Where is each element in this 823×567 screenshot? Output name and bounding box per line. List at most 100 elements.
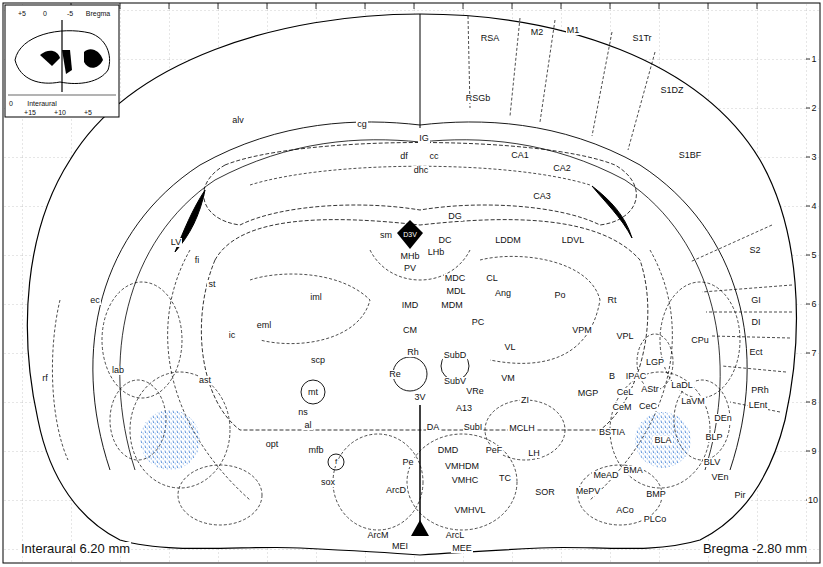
amygdala-outline: [130, 372, 230, 488]
region-label: lab: [111, 366, 125, 375]
ruler-number: 4: [810, 202, 817, 211]
ruler-number: 10: [807, 496, 819, 505]
region-label: IPAC: [625, 372, 647, 381]
hippocampal-layer: [250, 166, 590, 185]
region-label: AStr: [640, 385, 660, 394]
region-label: dhc: [413, 166, 430, 175]
region-label: IG: [418, 134, 430, 143]
region-label: DG: [447, 212, 463, 221]
ruler-number: 9: [810, 447, 817, 456]
region-label: ec: [89, 296, 101, 305]
region-label: LaDL: [670, 381, 694, 390]
region-label: DA: [426, 423, 441, 432]
region-label: B: [608, 372, 616, 381]
ruler-number: 5: [810, 251, 817, 260]
region-label: MEE: [451, 544, 473, 553]
region-label: GI: [750, 296, 762, 305]
region-label: A13: [455, 404, 473, 413]
lateral-ventricle: [592, 186, 632, 238]
region-label: CM: [402, 326, 418, 335]
region-label: LGP: [645, 358, 665, 367]
inset-label: Bregma: [85, 10, 112, 17]
inset-number: 0: [42, 10, 48, 17]
inset-interaural-line: [8, 95, 116, 96]
region-label: MePV: [575, 487, 602, 496]
area-boundary: [712, 336, 790, 338]
region-label: MDM: [440, 301, 464, 310]
inset-number: -5: [66, 10, 74, 17]
region-label: sm: [379, 231, 393, 240]
amygdala-outline: [178, 465, 262, 525]
region-label: VPM: [571, 326, 593, 335]
region-label: Rt: [607, 296, 618, 305]
region-label: mfb: [307, 446, 324, 455]
region-label: RSA: [480, 34, 501, 43]
coordinate-label: Interaural 6.20 mm: [20, 542, 131, 555]
area-boundary: [510, 18, 520, 116]
region-label: S2: [748, 246, 761, 255]
region-label: 3V: [413, 393, 426, 402]
injection-site: [140, 410, 200, 470]
region-label: scp: [310, 356, 326, 365]
region-label: VMHVL: [453, 506, 486, 515]
hypothalamus-outline: [485, 400, 565, 460]
ruler-number: 2: [810, 104, 817, 113]
nucleus-outlines: [102, 250, 740, 530]
region-label: DEn: [713, 414, 733, 423]
region-label: MHb: [399, 252, 420, 261]
inset-ventricle: [40, 51, 60, 66]
region-label: MCLH: [508, 424, 536, 433]
region-label: LEnt: [748, 401, 769, 410]
ruler-number: 3: [810, 153, 817, 162]
region-label: CA2: [552, 164, 572, 173]
inset-section-line: [61, 20, 62, 92]
region-label: SubD: [443, 351, 468, 360]
region-label: CPu: [690, 336, 710, 345]
region-label: TC: [498, 474, 512, 483]
nucleus-outline: [480, 256, 600, 363]
region-label: Ect: [748, 348, 763, 357]
ruler-tick: [71, 3, 757, 9]
ruler-tick: [806, 59, 816, 500]
region-label: cg: [356, 120, 368, 129]
cortical-area-boundaries: [52, 16, 792, 460]
tract-circles: [301, 352, 469, 470]
ruler-number: 1: [810, 55, 817, 64]
region-label: LaVM: [680, 397, 706, 406]
third-ventricle-dorsal: [397, 220, 423, 249]
region-label: S1DZ: [659, 86, 684, 95]
grid-frame: [3, 3, 820, 563]
region-label: LDDM: [494, 236, 522, 245]
hypothalamus-outline: [333, 434, 423, 530]
region-label: ns: [297, 408, 309, 417]
region-label: PRh: [750, 386, 770, 395]
region-label: Rh: [406, 348, 420, 357]
region-label: VL: [503, 343, 516, 352]
region-label: PV: [403, 264, 417, 273]
region-label: ArcM: [367, 531, 390, 540]
region-label: PLCo: [643, 515, 668, 524]
region-label: BLV: [703, 458, 721, 467]
region-label: fi: [194, 256, 201, 265]
region-label: MDC: [444, 274, 467, 283]
third-ventricle: [419, 405, 421, 522]
region-label: iml: [309, 293, 323, 302]
inset-number: +5: [17, 10, 27, 17]
area-boundary: [706, 312, 792, 313]
region-label: SubV: [443, 377, 467, 386]
region-label: VMHC: [451, 476, 480, 485]
region-label: LV: [170, 238, 182, 247]
region-label: VRe: [465, 387, 485, 396]
area-boundary: [690, 225, 772, 262]
region-label: CeM: [611, 403, 632, 412]
area-boundary: [592, 32, 612, 136]
region-label: Pir: [734, 491, 747, 500]
region-label: BLA: [653, 436, 672, 445]
region-label: CL: [485, 274, 499, 283]
region-label: df: [399, 152, 409, 161]
region-label: MEI: [391, 542, 409, 551]
region-label: MGP: [577, 389, 600, 398]
region-label: RSGb: [465, 94, 492, 103]
